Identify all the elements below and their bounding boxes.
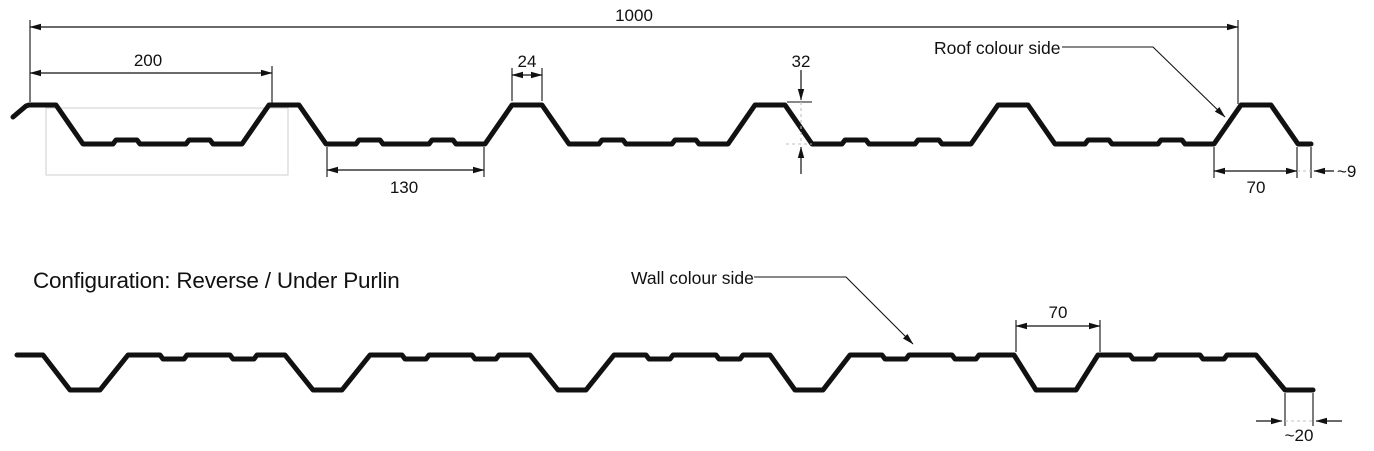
wall-side-leader: Wall colour side	[631, 268, 914, 345]
dim-wall-overlap-rib: 70	[1015, 303, 1101, 352]
dim-pan-width-label: 130	[390, 178, 418, 197]
dim-underlap-tab: ~9	[1297, 147, 1356, 181]
roof-side-leader: Roof colour side	[934, 38, 1226, 118]
wall-profile-outline	[14, 352, 1316, 393]
configuration-title: Configuration: Reverse / Under Purlin	[33, 268, 400, 293]
wall-side-label: Wall colour side	[631, 268, 754, 288]
dim-wall-overlap-tab: ~20	[1256, 393, 1342, 445]
dim-roof-overlap-rib-label: 70	[1247, 178, 1266, 197]
dim-rib-height-label: 32	[792, 52, 811, 71]
dim-underlap-tab-label: ~9	[1337, 162, 1356, 181]
roof-profile-outline	[10, 102, 1314, 147]
dim-wall-overlap-rib-label: 70	[1049, 303, 1068, 322]
dim-pan-width: 130	[326, 147, 485, 197]
dim-overall-width-label: 1000	[615, 6, 653, 25]
dim-roof-overlap-rib: 70	[1213, 147, 1298, 197]
dim-rib-crest: 24	[511, 52, 543, 101]
roof-side-leader-line	[1062, 46, 1226, 118]
dim-rib-height: 32	[786, 52, 812, 174]
construction-guide-box	[45, 107, 289, 176]
wall-side-leader-line	[754, 276, 914, 345]
roof-side-label: Roof colour side	[934, 38, 1060, 58]
dim-module-pitch-label: 200	[134, 51, 162, 70]
wall-profile-section: Configuration: Reverse / Under Purlin Wa…	[14, 268, 1342, 445]
dim-wall-overlap-tab-label: ~20	[1285, 426, 1314, 445]
dim-overall-width: 1000	[29, 6, 1239, 104]
roof-profile-section: 1000 200 24 32 130	[10, 6, 1356, 197]
dim-module-pitch: 200	[29, 51, 273, 103]
dim-rib-crest-label: 24	[518, 52, 537, 71]
